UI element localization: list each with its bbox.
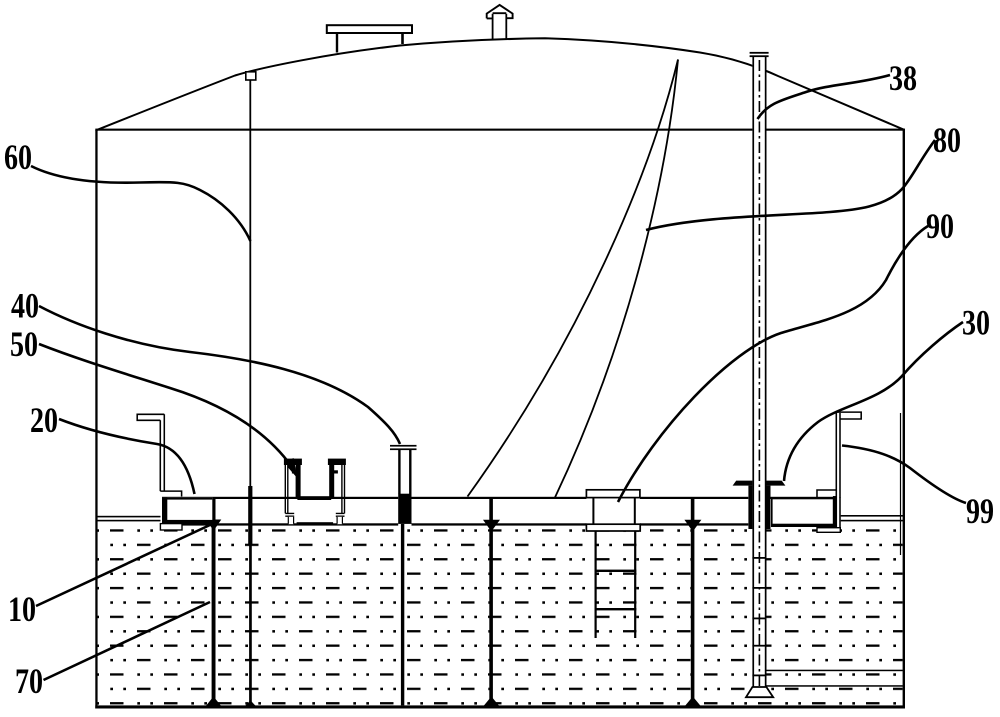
svg-text:50: 50 bbox=[10, 324, 38, 364]
svg-text:20: 20 bbox=[30, 400, 58, 440]
svg-text:80: 80 bbox=[933, 120, 961, 160]
svg-text:40: 40 bbox=[11, 285, 39, 325]
svg-text:99: 99 bbox=[966, 491, 994, 531]
svg-text:90: 90 bbox=[926, 206, 954, 246]
svg-text:38: 38 bbox=[889, 58, 917, 98]
svg-text:70: 70 bbox=[15, 661, 43, 701]
svg-text:60: 60 bbox=[4, 137, 32, 177]
svg-text:10: 10 bbox=[8, 589, 36, 629]
svg-text:30: 30 bbox=[962, 302, 990, 342]
